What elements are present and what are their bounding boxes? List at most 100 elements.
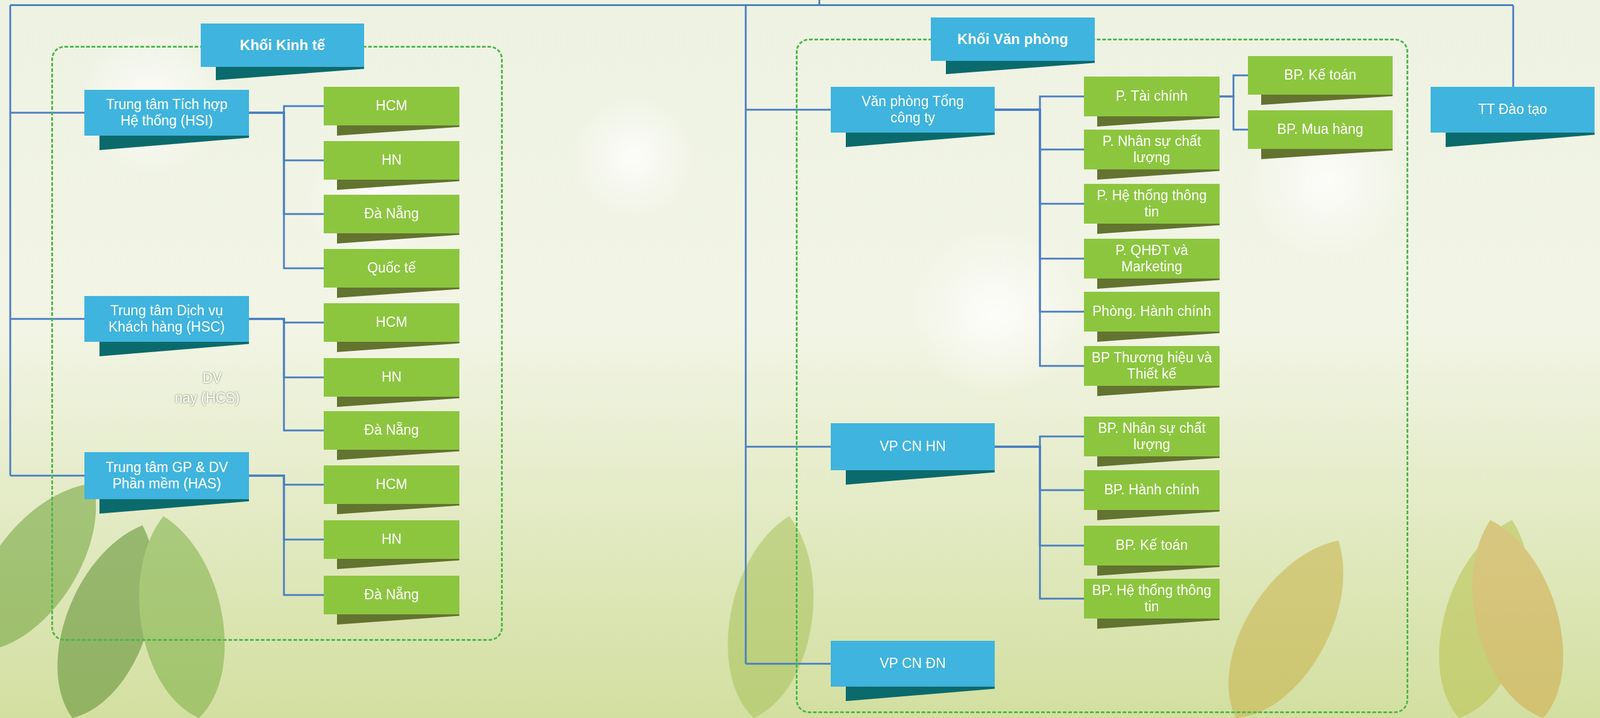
box-shadow: [337, 503, 460, 515]
sub-unit-box: Phòng. Hành chính: [1083, 291, 1220, 332]
sub-unit-box: HN: [323, 358, 460, 397]
bokeh-light: [1247, 102, 1405, 260]
sub-unit-box: HCM: [323, 86, 460, 126]
connector: [248, 106, 324, 113]
box-shadow: [337, 341, 460, 353]
box-shadow: [337, 396, 460, 407]
box-text: BP. Kế toán: [1284, 66, 1357, 84]
sub-unit-box: Đà Nẵng: [323, 575, 460, 615]
unit-box: Trung tâm GP & DV Phần mềm (HAS): [84, 452, 249, 500]
box-shadow: [845, 470, 995, 485]
connector: [248, 475, 324, 540]
box-shadow: [1097, 223, 1220, 234]
box-text: Trung tâm GP & DV Phần mềm (HAS): [102, 459, 231, 492]
sub-unit-box: BP. Hành chính: [1083, 470, 1220, 511]
bus-line: [745, 5, 747, 665]
box-shadow: [1097, 385, 1220, 397]
box-text: BP Thương hiệu và Thiết kế: [1088, 349, 1215, 383]
sub-unit-box: BP. Mua hàng: [1247, 110, 1393, 149]
unit-box: Trung tâm Dịch vụ Khách hàng (HSC): [84, 296, 249, 342]
box-text: Văn phòng Tổng công ty: [848, 93, 977, 126]
box-shadow: [945, 60, 1095, 75]
bokeh-light: [572, 96, 694, 218]
box-text: HCM: [375, 476, 407, 493]
box-shadow: [1097, 116, 1220, 127]
connector: [994, 96, 1084, 110]
box-shadow: [337, 614, 460, 625]
group-frame: Khối Văn phòngVăn phòng Tổng công tyP. T…: [795, 38, 1409, 714]
box-text: HN: [381, 151, 402, 169]
box-shadow: [1261, 94, 1393, 105]
box-shadow: [337, 449, 460, 460]
box-shadow: [1097, 565, 1220, 576]
box-text: HN: [381, 531, 402, 548]
bus-line: [745, 446, 831, 448]
sub-unit-box: BP. Nhân sự chất lượng: [1083, 416, 1220, 457]
box-text: P. Tài chính: [1115, 88, 1188, 105]
sub-unit-box: P. Hệ thống thông tin: [1083, 183, 1220, 224]
bus-lines: [10, 0, 1514, 664]
group-frame: Khối Kinh tếTrung tâm Tích hợp Hệ thống …: [51, 45, 503, 641]
connector: [248, 318, 324, 431]
connector: [248, 475, 324, 596]
connector: [1219, 75, 1248, 97]
sub-unit-box: BP. Kế toán: [1083, 525, 1220, 566]
box-shadow: [845, 686, 995, 702]
leaf: [713, 508, 830, 718]
unit-box: VP CN HN: [830, 423, 995, 471]
sub-unit-box: P. QHĐT và Marketing: [1083, 238, 1220, 279]
box-text: Khối Kinh tế: [239, 36, 325, 54]
box-text: Đà Nẵng: [364, 586, 419, 603]
connector: [248, 112, 324, 161]
box-text: BP. Kế toán: [1115, 537, 1189, 554]
sub-unit-box: Đà Nẵng: [323, 194, 460, 234]
group-heading: Khối Văn phòng: [930, 17, 1095, 61]
edge-layer: [248, 75, 1248, 599]
box-text: Đà Nẵng: [364, 205, 419, 222]
box-text: BP. Hệ thống thông tin: [1088, 582, 1215, 615]
connector: [994, 436, 1084, 447]
bus-line: [9, 5, 12, 477]
box-text: P. QHĐT và Marketing: [1088, 242, 1215, 275]
box-text: Trung tâm Tích hợp Hệ thống (HSI): [102, 96, 231, 130]
box-shadow: [99, 135, 249, 151]
connector: [994, 446, 1084, 599]
box-shadow: [337, 558, 460, 570]
connector: [248, 112, 324, 215]
box-text: Khối Văn phòng: [957, 30, 1069, 48]
box-shadow: [1097, 278, 1220, 289]
box-shadow: [1097, 618, 1220, 629]
bus-line: [745, 109, 831, 111]
unit-box: VP CN ĐN: [830, 640, 995, 687]
box-text: P. Nhân sự chất lượng: [1088, 133, 1215, 166]
box-shadow: [845, 132, 995, 148]
box-text: HCM: [375, 314, 407, 331]
sub-unit-box: HN: [323, 141, 460, 180]
box-text: Đà Nẵng: [364, 422, 419, 439]
leaf: [1451, 509, 1583, 718]
sub-unit-box: P. Nhân sự chất lượng: [1083, 129, 1220, 170]
bus-line: [10, 475, 85, 477]
box-text: HN: [381, 368, 402, 386]
sub-unit-box: HN: [323, 520, 460, 559]
box-shadow: [215, 66, 365, 81]
group-heading: Khối Kinh tế: [200, 23, 365, 67]
sub-unit-box: HCM: [323, 303, 460, 342]
sub-unit-box: HCM: [323, 465, 460, 504]
sub-unit-box: BP Thương hiệu và Thiết kế: [1083, 346, 1220, 386]
bus-line: [10, 4, 1514, 7]
box-text: P. Hệ thống thông tin: [1088, 187, 1215, 221]
box-shadow: [337, 179, 460, 190]
unit-box: Văn phòng Tổng công ty: [830, 86, 995, 133]
leaf: [1200, 520, 1374, 718]
unit-box: Trung tâm Tích hợp Hệ thống (HSI): [84, 89, 249, 136]
sub-unit-box: Đà Nẵng: [323, 411, 460, 450]
box-shadow: [1097, 456, 1220, 467]
box-text: BP. Nhân sự chất lượng: [1088, 420, 1215, 453]
box-shadow: [1097, 331, 1220, 342]
faded-label: nay (HCS): [174, 390, 240, 407]
sub-unit-box: BP. Kế toán: [1247, 56, 1393, 95]
connector: [1219, 96, 1248, 130]
box-shadow: [99, 341, 249, 357]
